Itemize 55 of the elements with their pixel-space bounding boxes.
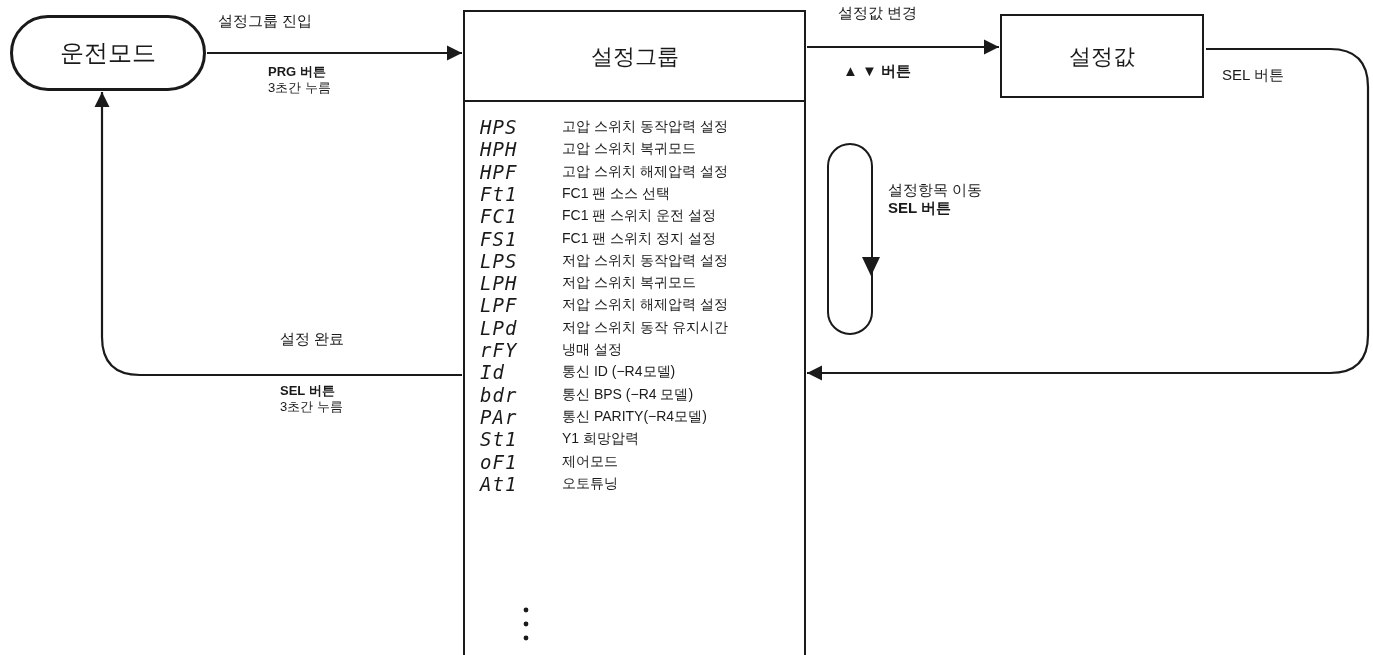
arrow — [94, 92, 462, 377]
button-note: 설정항목 이동 — [888, 181, 983, 200]
setting-description: FC1 팬 스위치 운전 설정 — [562, 207, 716, 225]
setting-description: Y1 희망압력 — [562, 430, 639, 448]
arrow — [807, 39, 999, 55]
process-box — [1000, 14, 1204, 98]
settings-group-panel — [463, 10, 806, 655]
segment-code: St1 — [480, 428, 518, 452]
segment-code: bdr — [480, 383, 518, 408]
segment-code: LPd — [480, 316, 518, 341]
setting-description: 고압 스위치 동작압력 설정 — [562, 118, 728, 136]
segment-code: rFY — [480, 339, 518, 363]
button-note: 3초간 누름 — [280, 399, 343, 416]
setting-description: 통신 ID (−R4모델) — [562, 363, 676, 381]
button-note: 3초간 누름 — [268, 80, 331, 97]
setting-description: 저압 스위치 동작 유지시간 — [562, 318, 728, 337]
arrow — [207, 45, 462, 61]
button-note: SEL 버튼 — [888, 199, 952, 218]
setting-description: 저압 스위치 복귀모드 — [562, 274, 696, 292]
setting-description: 제어모드 — [562, 452, 618, 470]
setting-description: 통신 BPS (−R4 모델) — [562, 385, 694, 404]
segment-code: oF1 — [480, 450, 518, 475]
segment-code: Ft1 — [480, 182, 518, 207]
button-note: ▲ ▼ 버튼 — [843, 62, 912, 81]
edge-label: 설정값 변경 — [838, 4, 918, 23]
node-label: 설정그룹 — [590, 42, 679, 71]
setting-description: 고압 스위치 해제압력 설정 — [562, 162, 728, 181]
button-note: PRG 버튼 — [268, 64, 326, 81]
segment-code: HPF — [480, 160, 518, 185]
segment-code: Id — [480, 361, 505, 386]
setting-description: 냉매 설정 — [562, 341, 622, 359]
setting-description: FC1 팬 스위치 정지 설정 — [562, 229, 716, 247]
setting-description: 통신 PARITY(−R4모델) — [562, 407, 707, 426]
setting-description: FC1 팬 소스 선택 — [562, 184, 671, 203]
segment-code: FS1 — [480, 227, 518, 252]
setting-description: 오토튜닝 — [562, 474, 618, 493]
arrow — [807, 47, 1370, 381]
segment-code: FC1 — [480, 205, 518, 229]
setting-description: 저압 스위치 동작압력 설정 — [562, 251, 728, 270]
edge-label: SEL 버튼 — [1222, 66, 1284, 85]
segment-code: LPF — [480, 294, 518, 319]
segment-code: PAr — [480, 405, 518, 430]
button-note: SEL 버튼 — [280, 383, 335, 400]
node-label: 운전모드 — [60, 38, 156, 68]
segment-code: LPS — [480, 249, 518, 274]
segment-code: At1 — [480, 472, 518, 497]
edge-label: 설정 완료 — [280, 330, 345, 349]
segment-code: LPH — [480, 272, 518, 296]
segment-code: HPH — [480, 138, 518, 163]
edge-label: 설정그룹 진입 — [218, 12, 313, 31]
segment-code: HPS — [480, 116, 518, 140]
setting-description: 고압 스위치 복귀모드 — [562, 140, 696, 158]
node-label: 설정값 — [1069, 42, 1135, 71]
setting-description: 저압 스위치 해제압력 설정 — [562, 296, 728, 314]
mode-terminal — [10, 15, 206, 91]
